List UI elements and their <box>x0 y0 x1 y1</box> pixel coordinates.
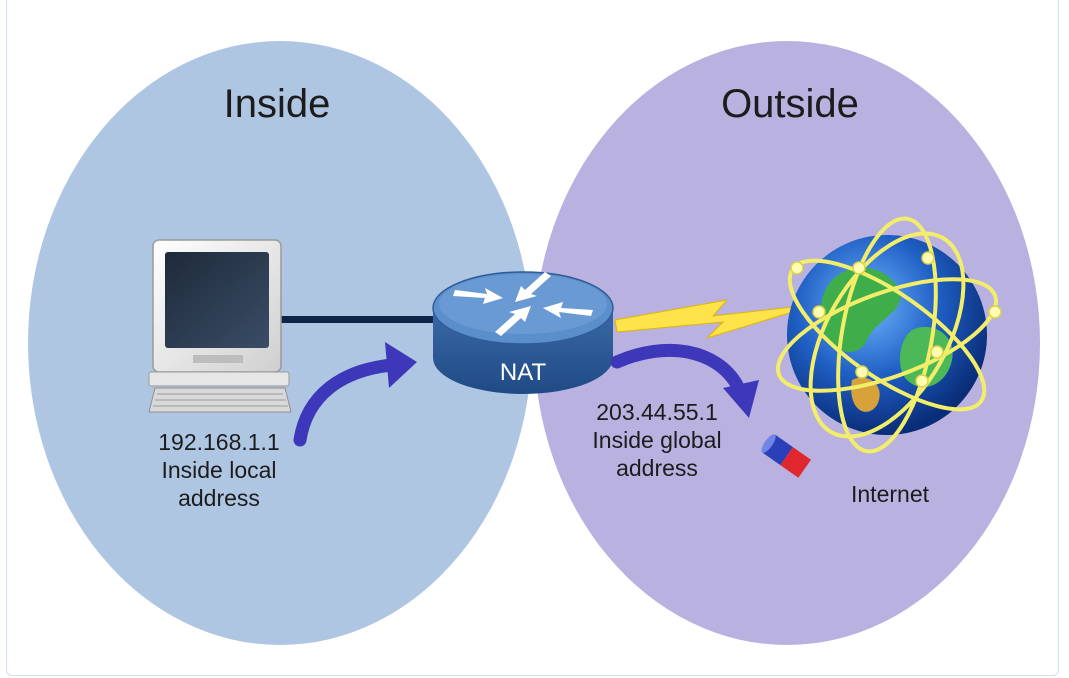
nat-diagram: Inside Outside NAT <box>28 41 1040 645</box>
inside-address-line1: Inside local <box>161 457 276 483</box>
computer-icon <box>148 239 292 413</box>
router-label: NAT <box>500 359 547 386</box>
outside-title: Outside <box>721 82 859 126</box>
internet-label: Internet <box>851 481 930 507</box>
inside-address-label: 192.168.1.1 Inside local address <box>158 429 280 511</box>
global-address-ip: 203.44.55.1 <box>596 399 718 425</box>
outside-curved-arrow <box>610 343 759 418</box>
network-cable <box>277 316 442 323</box>
inside-curved-arrow <box>293 342 417 447</box>
internet-globe-icon <box>775 216 1002 454</box>
lightning-bolt-icon <box>614 299 820 339</box>
nat-router-icon: NAT <box>432 271 614 394</box>
inside-address-line2: address <box>178 485 260 511</box>
inside-address-ip: 192.168.1.1 <box>158 429 280 455</box>
global-address-line1: Inside global <box>592 427 721 453</box>
diagram-frame: Inside Outside NAT <box>6 0 1059 676</box>
global-address-label: 203.44.55.1 Inside global address <box>592 399 721 481</box>
inside-title: Inside <box>224 82 331 126</box>
outside-zone <box>534 41 1040 645</box>
packet-icon <box>761 434 811 478</box>
global-address-line2: address <box>616 455 698 481</box>
